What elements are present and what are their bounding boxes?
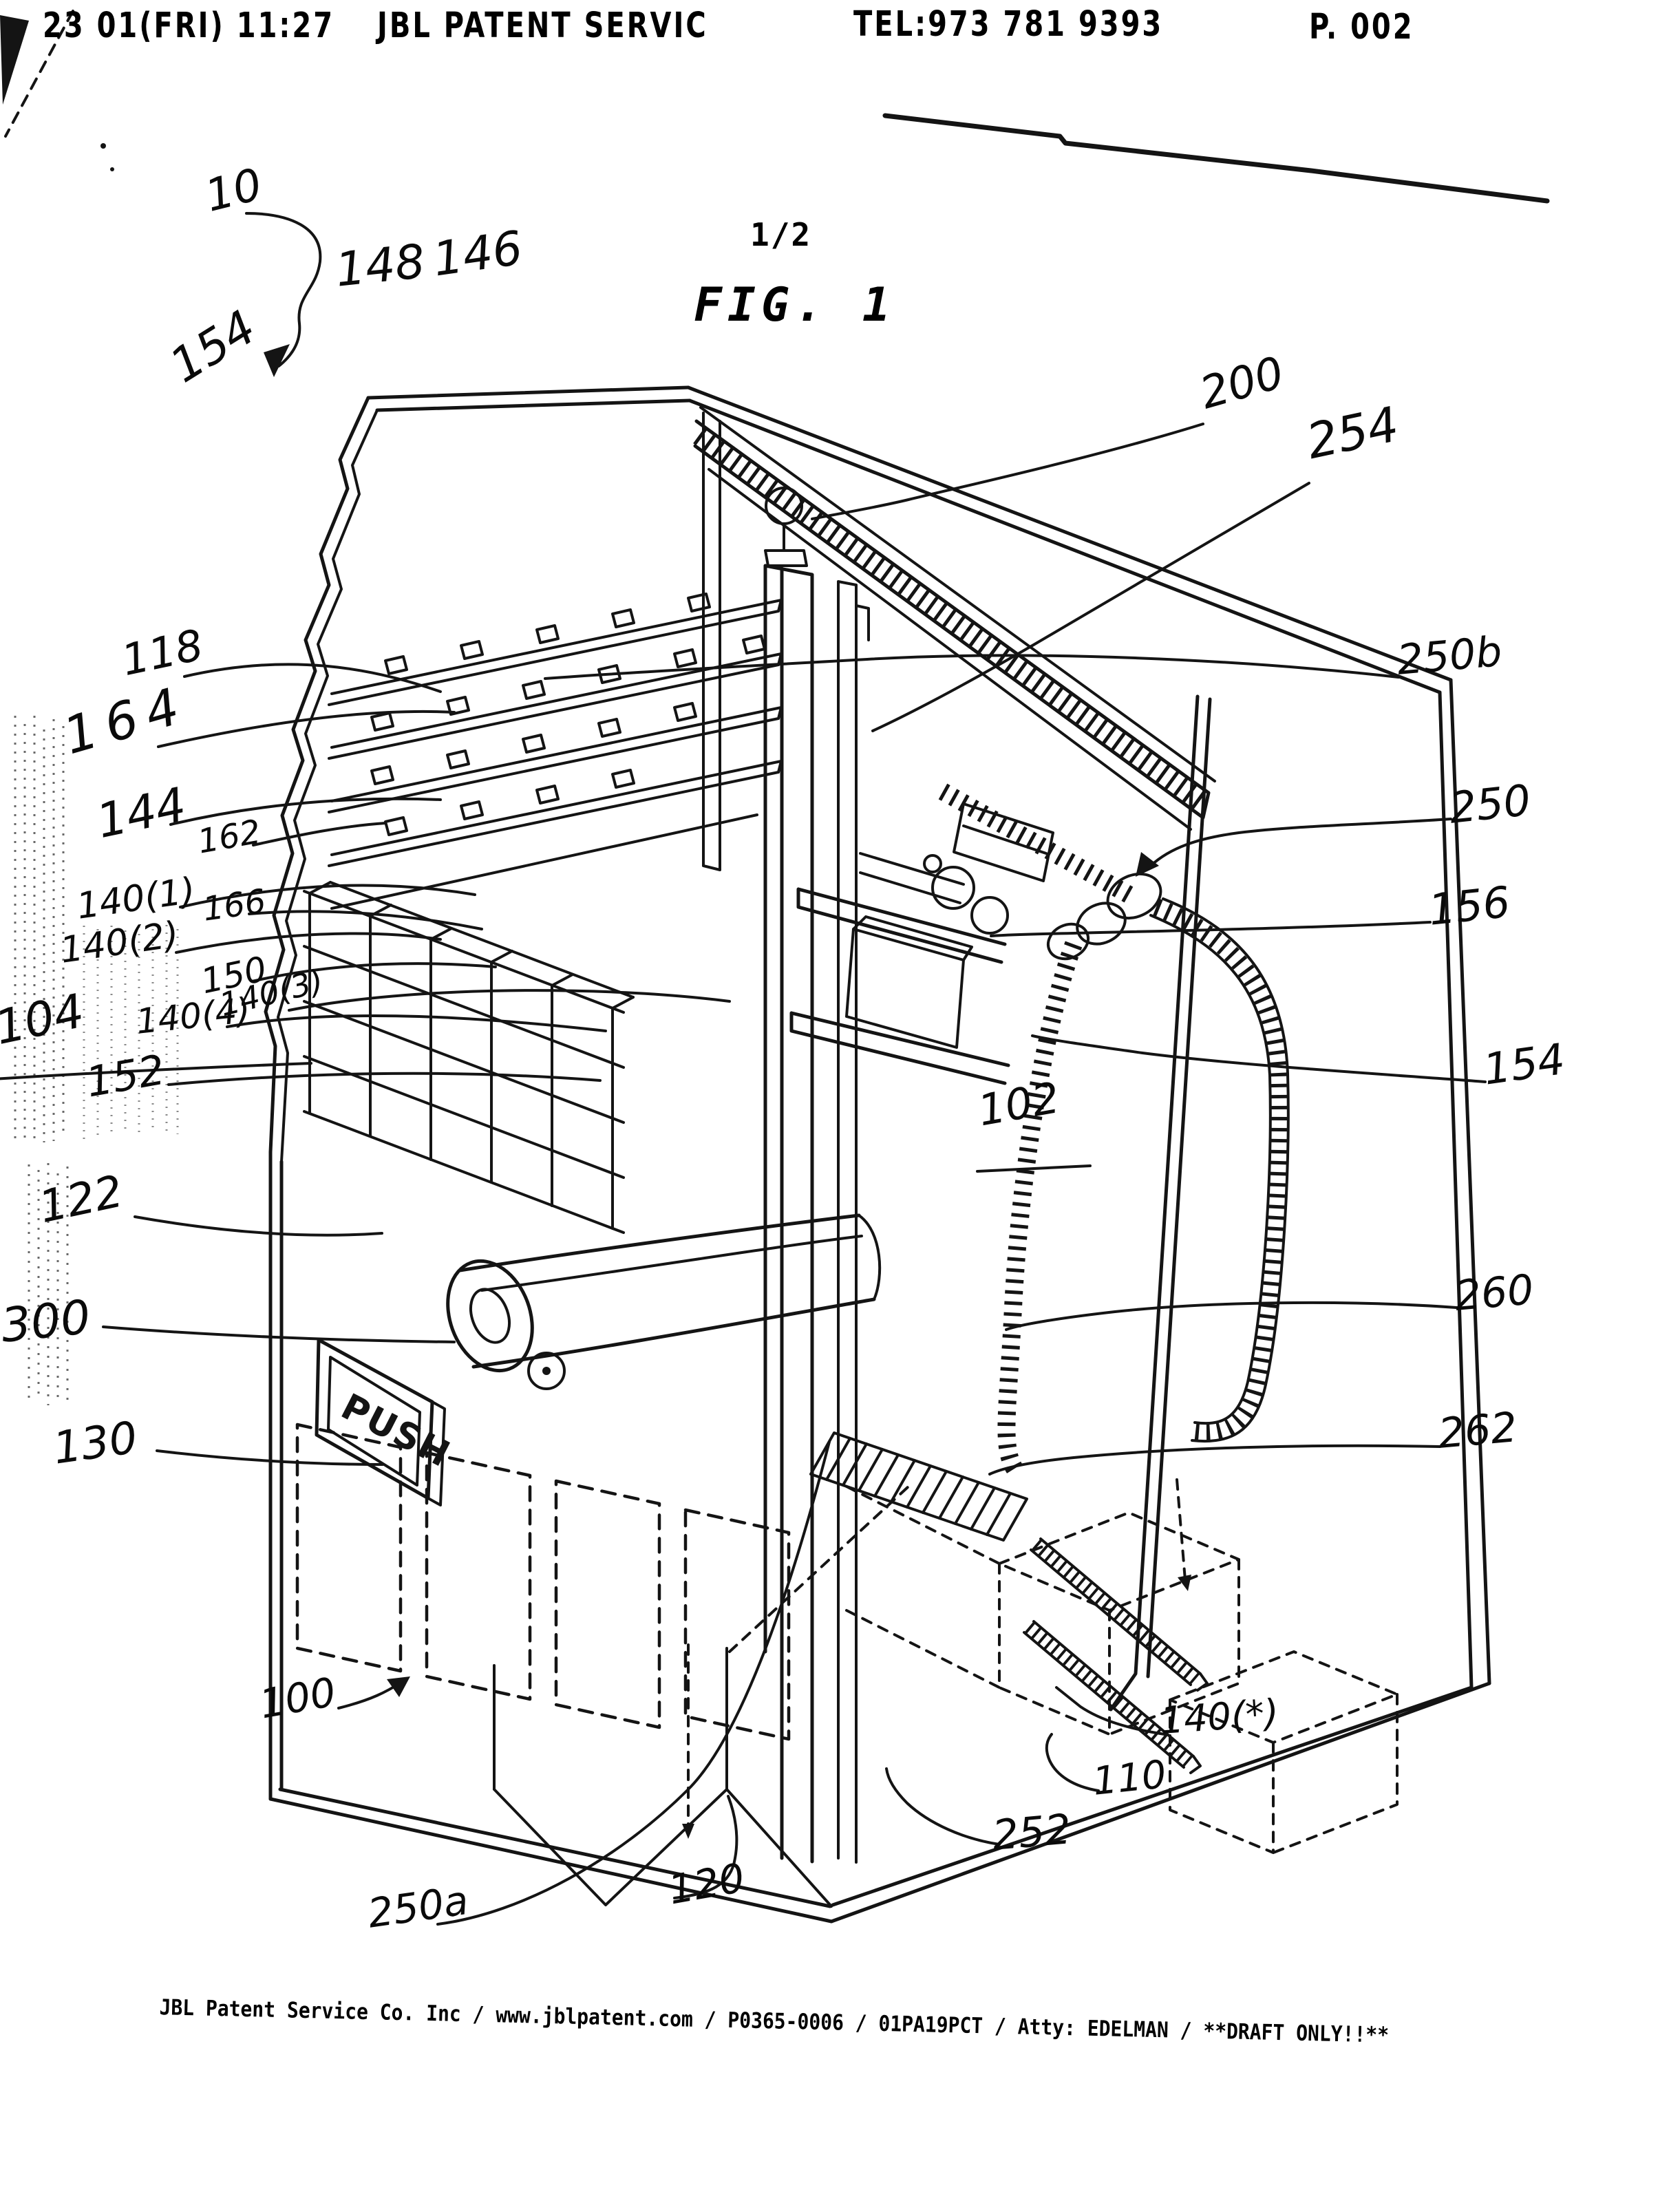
ref-label-102: 102 xyxy=(974,1072,1063,1136)
figure-title: FIG. 1 xyxy=(694,278,896,332)
ref-label-154-right: 154 xyxy=(1480,1033,1569,1095)
arrowheads xyxy=(264,344,1159,1697)
ref-label-262: 262 xyxy=(1436,1403,1520,1458)
ref-label-120: 120 xyxy=(665,1854,748,1914)
ref-label-148: 148 xyxy=(332,234,428,298)
conveyor-belt xyxy=(446,1213,882,1390)
gantry-mast xyxy=(763,487,1212,1864)
ref-label-162: 162 xyxy=(195,812,264,862)
ref-label-110: 110 xyxy=(1090,1752,1169,1804)
ref-label-250b: 250b xyxy=(1394,627,1504,685)
ref-label-260: 260 xyxy=(1452,1266,1536,1321)
cabinet-outline xyxy=(264,385,1491,1924)
ref-label-130: 130 xyxy=(50,1412,141,1475)
leader-lines xyxy=(0,212,1487,1926)
top-gantry-rail xyxy=(693,406,1216,831)
ref-label-10: 10 xyxy=(200,159,267,222)
push-sign-text: PUSH xyxy=(334,1386,457,1476)
shelf-rows xyxy=(328,593,783,910)
header-underline xyxy=(882,113,1550,204)
ref-label-166: 166 xyxy=(200,882,268,929)
fax-sender: JBL PATENT SERVIC xyxy=(377,6,708,46)
ref-label-252: 252 xyxy=(990,1805,1074,1860)
fax-tel: TEL:973 781 9393 xyxy=(853,4,1164,45)
ref-label-100: 100 xyxy=(256,1668,339,1728)
ref-label-156: 156 xyxy=(1426,876,1513,935)
ref-label-300: 300 xyxy=(0,1290,94,1354)
ref-label-152: 152 xyxy=(82,1045,169,1107)
sheet-indicator: 1/2 xyxy=(750,216,812,253)
fax-artifacts xyxy=(0,10,179,1405)
delivery-recess xyxy=(493,1647,833,1908)
ref-label-250: 250 xyxy=(1447,774,1533,833)
ref-label-146: 146 xyxy=(429,221,526,288)
outlet-chute xyxy=(809,1431,1028,1542)
dispensing-head xyxy=(789,802,1162,1085)
fax-timestamp: 23 01(FRI) 11:27 xyxy=(43,6,335,46)
push-plate: PUSH xyxy=(315,1338,457,1506)
cable-hose xyxy=(938,783,1290,1480)
fax-page-number: P. 002 xyxy=(1309,7,1414,47)
ref-label-140-star: 140(*) xyxy=(1158,1691,1280,1743)
interior-hidden-boxes xyxy=(845,1478,1399,1854)
front-hidden-bins xyxy=(295,1423,910,1839)
